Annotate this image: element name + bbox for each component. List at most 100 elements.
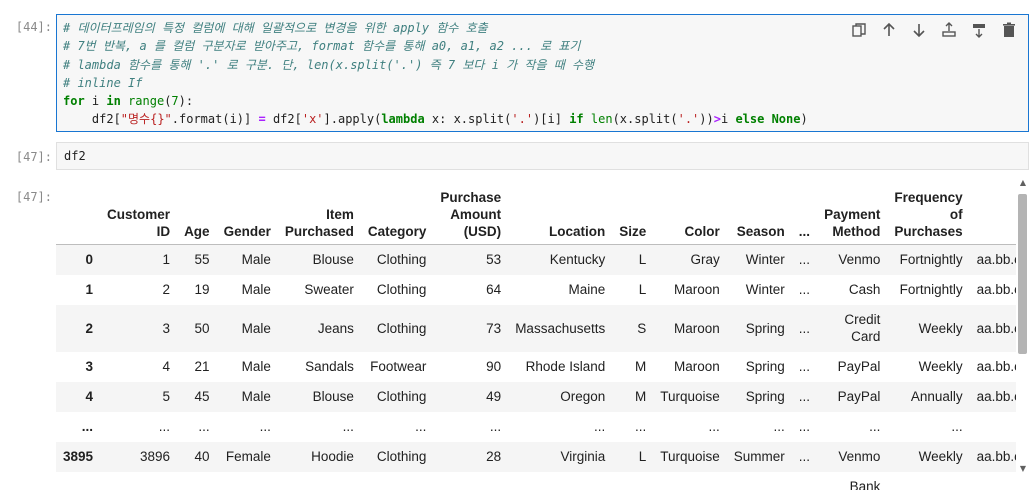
- table-cell: Venmo: [817, 442, 887, 472]
- header-location: Location: [508, 178, 612, 245]
- table-cell: M: [612, 352, 653, 382]
- row-index: [56, 472, 100, 490]
- move-up-icon[interactable]: [878, 19, 900, 41]
- dataframe-output[interactable]: Customer ID Age Gender Item Purchased Ca…: [56, 178, 1016, 490]
- table-row: 1219MaleSweaterClothing64MaineLMaroonWin…: [56, 275, 1016, 305]
- table-cell: aa.bb.cc.dd.ee: [970, 245, 1016, 275]
- table-cell: [433, 472, 508, 490]
- table-cell: ...: [177, 412, 217, 442]
- vertical-scrollbar[interactable]: ▲ ▼: [1016, 178, 1030, 474]
- table-cell: PayPal: [817, 352, 887, 382]
- code-comment-4: # inline If: [63, 76, 142, 90]
- table-cell: ...: [612, 412, 653, 442]
- header-purchase-amount: Purchase Amount (USD): [433, 178, 508, 245]
- table-cell: Maroon: [653, 352, 727, 382]
- table-cell: ...: [792, 352, 817, 382]
- table-cell: Clothing: [361, 305, 434, 352]
- table-cell: [278, 472, 361, 490]
- code-line-df2: df2: [64, 149, 86, 163]
- table-cell: Annually: [887, 382, 969, 412]
- header-age: Age: [177, 178, 217, 245]
- table-cell: Female: [217, 442, 278, 472]
- row-index: 0: [56, 245, 100, 275]
- table-cell: Turquoise: [653, 382, 727, 412]
- insert-above-icon[interactable]: [938, 19, 960, 41]
- table-cell: Winter: [727, 245, 792, 275]
- table-row: ........................................…: [56, 412, 1016, 442]
- table-cell: Gray: [653, 245, 727, 275]
- table-cell: [612, 472, 653, 490]
- table-cell: Summer: [727, 442, 792, 472]
- header-last-column: [970, 178, 1016, 245]
- table-cell: Clothing: [361, 442, 434, 472]
- table-cell: Venmo: [817, 245, 887, 275]
- table-cell: ...: [653, 412, 727, 442]
- table-cell: ...: [433, 412, 508, 442]
- table-cell: 90: [433, 352, 508, 382]
- header-gender: Gender: [217, 178, 278, 245]
- table-cell: Weekly: [887, 442, 969, 472]
- table-cell: L: [612, 245, 653, 275]
- table-cell: 53: [433, 245, 508, 275]
- table-cell: [217, 472, 278, 490]
- code-cell-44[interactable]: # 데이터프레임의 특정 컬럼에 대해 일괄적으로 변경을 위한 apply 함…: [56, 14, 1029, 132]
- row-index: 1: [56, 275, 100, 305]
- header-frequency: Frequency of Purchases: [887, 178, 969, 245]
- table-cell: L: [612, 442, 653, 472]
- table-cell: [887, 472, 969, 490]
- duplicate-icon[interactable]: [848, 19, 870, 41]
- table-cell: M: [612, 382, 653, 412]
- table-cell: Weekly: [887, 352, 969, 382]
- table-cell: aa.bb.cc.dd.ee: [970, 305, 1016, 352]
- delete-icon[interactable]: [998, 19, 1020, 41]
- table-cell: Fortnightly: [887, 275, 969, 305]
- table-body: 0155MaleBlouseClothing53KentuckyLGrayWin…: [56, 245, 1016, 490]
- table-cell: [727, 472, 792, 490]
- table-cell: ...: [217, 412, 278, 442]
- table-cell: 28: [433, 442, 508, 472]
- scroll-down-arrow-icon[interactable]: ▼: [1018, 464, 1028, 474]
- table-cell: ...: [508, 412, 612, 442]
- table-row: 3895389640FemaleHoodieClothing28Virginia…: [56, 442, 1016, 472]
- insert-below-icon[interactable]: [968, 19, 990, 41]
- table-cell: 55: [177, 245, 217, 275]
- table-cell: S: [612, 305, 653, 352]
- code-editor[interactable]: # 데이터프레임의 특정 컬럼에 대해 일괄적으로 변경을 위한 apply 함…: [63, 19, 808, 129]
- table-row: 2350MaleJeansClothing73MassachusettsSMar…: [56, 305, 1016, 352]
- table-cell: ...: [727, 412, 792, 442]
- table-cell: [361, 472, 434, 490]
- move-down-icon[interactable]: [908, 19, 930, 41]
- table-cell: Sweater: [278, 275, 361, 305]
- table-cell: ...: [792, 305, 817, 352]
- table-header-row: Customer ID Age Gender Item Purchased Ca…: [56, 178, 1016, 245]
- scroll-up-arrow-icon[interactable]: ▲: [1018, 178, 1028, 188]
- code-comment-3: # lambda 함수를 통해 '.' 로 구분. 단, len(x.split…: [63, 58, 594, 72]
- table-cell: Jeans: [278, 305, 361, 352]
- table-cell: ...: [792, 412, 817, 442]
- code-line-apply: df2["명수{}".format(i)] = df2['x'].apply(l…: [63, 112, 808, 126]
- table-cell: [792, 472, 817, 490]
- scrollbar-thumb[interactable]: [1018, 194, 1027, 354]
- table-cell: Maroon: [653, 305, 727, 352]
- table-cell: PayPal: [817, 382, 887, 412]
- table-cell: 45: [177, 382, 217, 412]
- table-row: 0155MaleBlouseClothing53KentuckyLGrayWin…: [56, 245, 1016, 275]
- input-prompt-47: [47]:: [0, 150, 52, 164]
- table-cell: aa.bb.cc.dd.ee: [970, 382, 1016, 412]
- code-cell-47[interactable]: df2: [56, 142, 1029, 170]
- table-cell: Blouse: [278, 245, 361, 275]
- output-prompt-47: [47]:: [0, 190, 52, 204]
- table-cell: Virginia: [508, 442, 612, 472]
- table-cell: Male: [217, 275, 278, 305]
- table-cell: [653, 472, 727, 490]
- table-cell: Male: [217, 352, 278, 382]
- table-cell: Rhode Island: [508, 352, 612, 382]
- table-cell: ...: [792, 442, 817, 472]
- table-cell: Male: [217, 245, 278, 275]
- table-row: Bank: [56, 472, 1016, 490]
- table-cell: 49: [433, 382, 508, 412]
- header-item-purchased: Item Purchased: [278, 178, 361, 245]
- table-cell: 4: [100, 352, 177, 382]
- header-size: Size: [612, 178, 653, 245]
- table-cell: [508, 472, 612, 490]
